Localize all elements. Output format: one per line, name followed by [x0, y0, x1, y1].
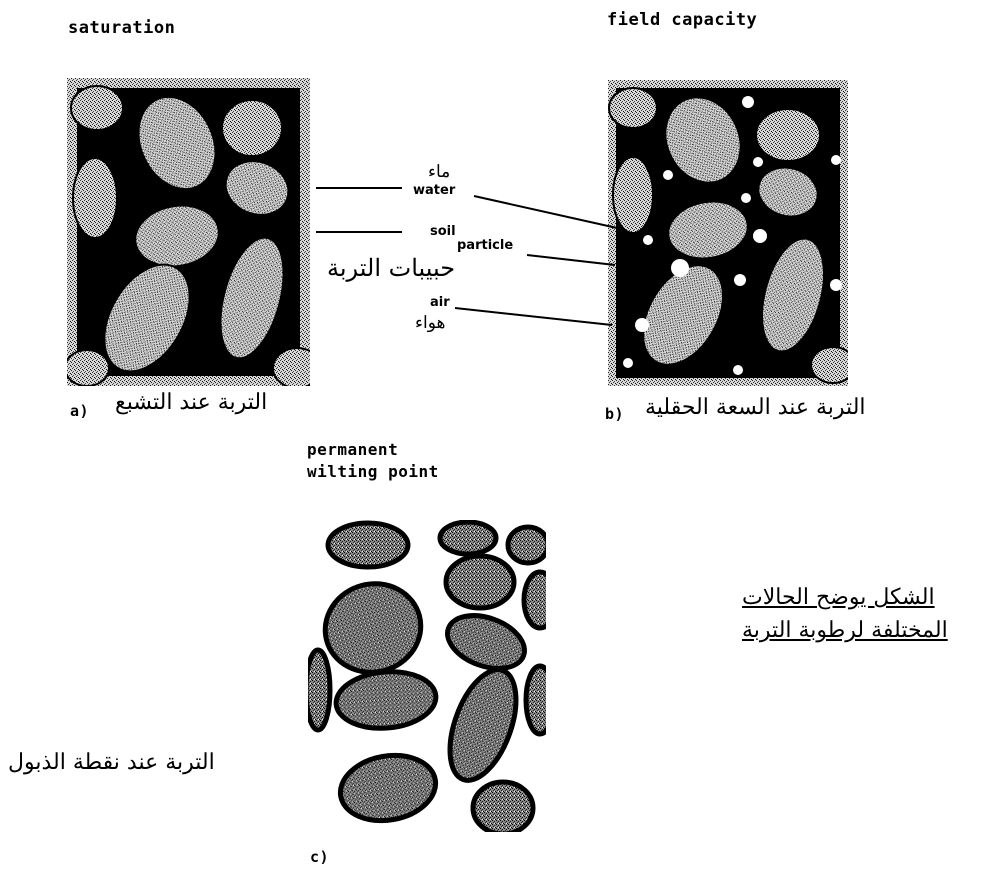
wilting-title-1: permanent	[307, 440, 398, 459]
soil-particle	[526, 666, 546, 734]
wilting-letter: c)	[310, 848, 329, 866]
wilting-panel	[308, 520, 546, 832]
air-label-ar: هواء	[415, 313, 445, 333]
particle-label-en-2: particle	[457, 239, 513, 253]
figure-caption-line1: الشكل يوضح الحالات	[742, 585, 935, 610]
water-label-en: water	[413, 184, 455, 198]
particle-label-ar: حبيبات التربة	[327, 254, 455, 282]
particle-label-en-1: soil	[430, 225, 456, 239]
wilting-title-2: wilting point	[307, 462, 439, 481]
soil-particle	[508, 527, 546, 563]
soil-particle	[440, 522, 496, 554]
soil-particle	[473, 782, 533, 832]
soil-particle	[524, 572, 546, 628]
soil-particle	[328, 523, 408, 567]
soil-particle	[446, 556, 514, 608]
air-label-en: air	[430, 296, 450, 310]
figure-caption-line2: المختلفة لرطوبة التربة	[742, 618, 948, 643]
wilting-diagram	[308, 520, 546, 832]
soil-particle	[308, 650, 330, 730]
wilting-caption: التربة عند نقطة الذبول	[8, 750, 215, 775]
water-label-ar: ماء	[428, 162, 450, 182]
